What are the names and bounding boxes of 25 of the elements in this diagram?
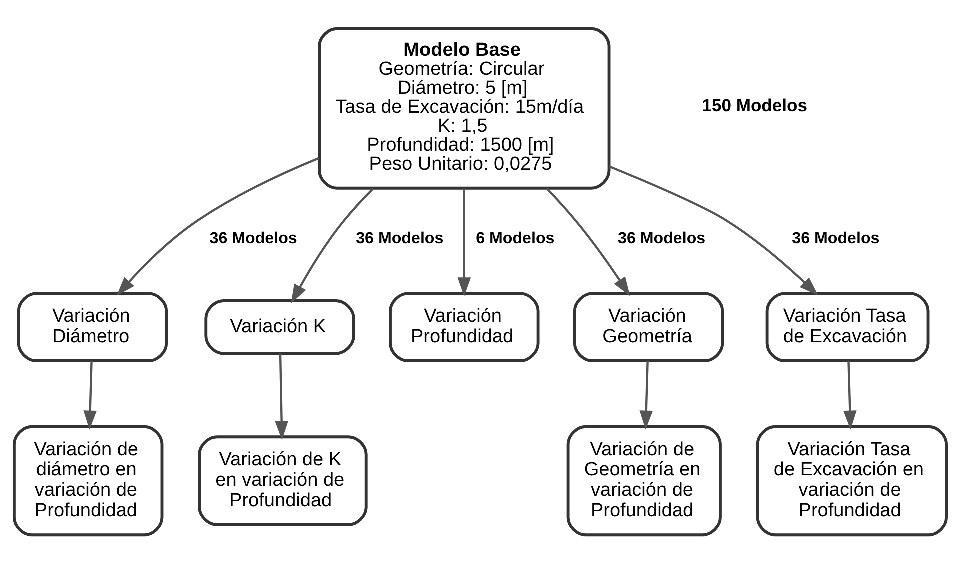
edge-label: 36 Modelos — [356, 230, 444, 248]
node-box: Variación Tasa de Excavación en variación de Profundidad — [756, 425, 948, 537]
arrow — [84, 361, 98, 430]
node-box: Variación de diámetro en variación de Profundidad — [12, 425, 164, 537]
arrow — [458, 188, 472, 297]
arrow — [291, 188, 374, 304]
arrow — [844, 361, 857, 430]
arrow — [116, 157, 320, 296]
arrow — [640, 361, 654, 430]
arrow — [609, 166, 818, 296]
node-box: Modelo Base Geometría: Circular Diámetro: 5 [m] Tasa de Excavación: 15m/día K: 1,5 Profundidad: 1500 [m] Peso Unitario: 0,0275 — [318, 27, 611, 190]
node-box: Variación Diámetro — [17, 292, 168, 362]
node-box: Variación Geometría — [573, 292, 724, 362]
node-box: Variación Tasa de Excavación — [766, 292, 930, 362]
edge-label: 36 Modelos — [618, 230, 706, 248]
node-box: Variación K — [204, 300, 356, 356]
edge-label: 6 Modelos — [476, 230, 555, 248]
arrow — [546, 188, 630, 296]
arrow — [275, 354, 288, 440]
node-box: Variación Profundidad — [389, 292, 540, 362]
node-box: Variación de K en variación de Profundidad — [198, 436, 368, 526]
edge-label: 36 Modelos — [210, 230, 298, 248]
label: 150 Modelos — [702, 96, 808, 116]
edge-label: 36 Modelos — [792, 230, 880, 248]
node-box: Variación de Geometría en variación de Profundidad — [566, 425, 722, 537]
